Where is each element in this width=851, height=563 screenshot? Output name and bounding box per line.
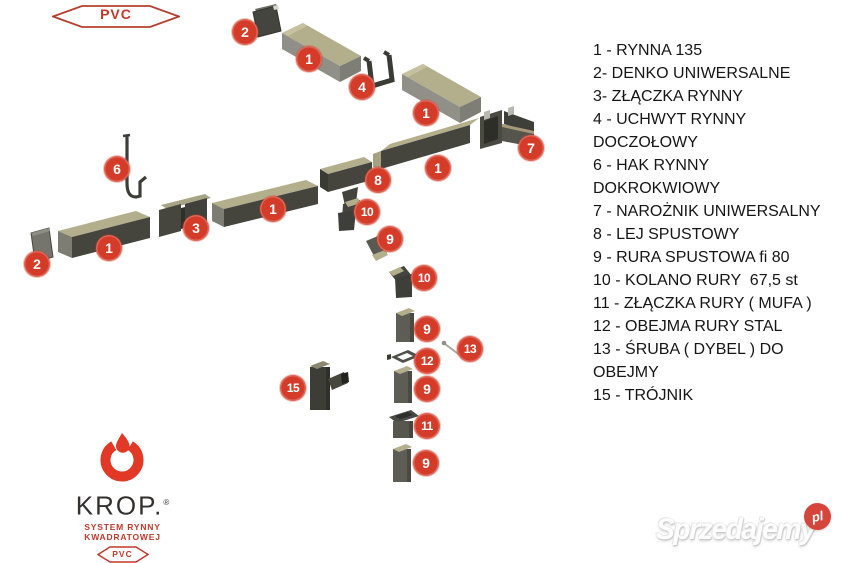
legend-line: OBEJMY (593, 364, 659, 381)
gutter-piece-3 (373, 118, 479, 169)
downpipe-piece-4 (393, 444, 412, 482)
krop-logo: KROP.® SYSTEM RYNNY KWADRATOWEJ PVC (50, 430, 195, 563)
part-badge-3: 3 (183, 215, 209, 241)
legend-line: DOCZOŁOWY (593, 134, 698, 151)
brand-tagline: SYSTEM RYNNY KWADRATOWEJ (84, 521, 161, 542)
part-badge-1: 1 (296, 46, 322, 72)
part-badge-12: 12 (414, 348, 440, 374)
rafter-hook-piece (122, 133, 148, 199)
elbow-piece-2 (389, 266, 412, 298)
legend-line: 7 - NAROŻNIK UNIWERSALNY (593, 203, 821, 220)
part-badge-1: 1 (413, 100, 439, 126)
part-badge-9: 9 (414, 316, 440, 342)
downpipe-piece-2 (396, 308, 415, 342)
krop-pvc-label: PVC (112, 548, 133, 559)
pvc-label: PVC (100, 6, 132, 22)
part-badge-13: 13 (457, 336, 483, 362)
corner-piece (480, 106, 534, 149)
legend-line: 2- DENKO UNIWERSALNE (593, 65, 791, 82)
gutter-funnel-piece (320, 157, 372, 206)
legend-line: 6 - HAK RYNNY (593, 157, 710, 174)
part-badge-7: 7 (518, 135, 544, 161)
pipe-clamp-piece (387, 350, 420, 363)
legend-line: 12 - OBEJMA RURY STAL (593, 318, 783, 335)
hexagon-outline-icon (96, 545, 149, 563)
part-badge-6: 6 (104, 156, 130, 182)
downpipe-piece-1 (366, 236, 388, 261)
part-badge-9: 9 (413, 450, 439, 476)
part-badge-1: 1 (96, 235, 122, 261)
brand-name: KROP.® (75, 490, 170, 521)
tee-piece (310, 361, 349, 410)
legend-line: 3- ZŁĄCZKA RYNNY (593, 88, 743, 105)
downpipe-piece-3 (394, 366, 413, 403)
part-badge-8: 8 (365, 167, 391, 193)
legend-line: 15 - TRÓJNIK (593, 387, 694, 404)
part-badge-4: 4 (349, 74, 375, 100)
legend-line: 1 - RYNNA 135 (593, 42, 703, 59)
gutter-piece-2 (402, 64, 481, 123)
legend-line: DOKROKWIOWY (593, 180, 721, 197)
krop-pvc-hexagon: PVC (96, 545, 149, 563)
part-badge-2: 2 (24, 251, 50, 277)
legend-line: 11 - ZŁĄCZKA RURY ( MUFA ) (593, 295, 812, 312)
gutter-bracket-piece (362, 50, 395, 90)
part-badge-11: 11 (414, 413, 440, 439)
watermark-text: Sprzedajemy (656, 513, 816, 546)
part-badge-10: 10 (411, 265, 437, 291)
pipe-coupler-piece (389, 410, 419, 438)
legend-line: 4 - UCHWYT RYNNY (593, 111, 747, 128)
part-badge-2: 2 (232, 19, 258, 45)
legend: 1 - RYNNA 135 2- DENKO UNIWERSALNE 3- ZŁĄC… (593, 39, 843, 407)
krop-droplet-icon (100, 433, 143, 482)
gutter-piece-1 (282, 23, 361, 82)
registered-mark: ® (163, 498, 170, 507)
hexagon-outline-icon (50, 5, 182, 28)
legend-line: 13 - ŚRUBA ( DYBEL ) DO (593, 341, 784, 358)
part-badge-10: 10 (354, 199, 380, 225)
part-badge-1: 1 (425, 155, 451, 181)
pvc-hexagon-badge: PVC (50, 5, 182, 28)
legend-line: 9 - RURA SPUSTOWA fi 80 (593, 249, 790, 266)
part-badge-15: 15 (280, 375, 306, 401)
legend-line: 8 - LEJ SPUSTOWY (593, 226, 740, 243)
part-badge-9: 9 (377, 226, 403, 252)
part-badge-1: 1 (260, 196, 286, 222)
part-badge-9: 9 (414, 376, 440, 402)
legend-line: 10 - KOLANO RURY 67,5 st (593, 272, 798, 289)
